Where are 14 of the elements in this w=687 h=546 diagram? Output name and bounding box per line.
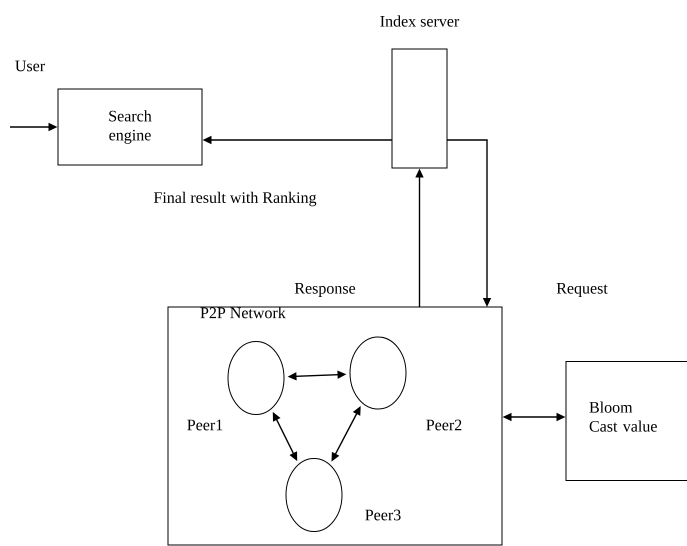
- peer-label: Peer3: [365, 510, 401, 520]
- peer-label: Peer2: [426, 420, 462, 430]
- peer-ellipse: [350, 336, 406, 410]
- process-box: Bloom Cast value: [566, 361, 687, 481]
- peer-ellipse: [228, 341, 284, 415]
- edge-label: Response: [293, 282, 357, 298]
- edge-label: Request: [555, 282, 609, 298]
- edge-label: Final result with Ranking: [152, 190, 318, 208]
- user-label: User: [15, 60, 45, 72]
- peer-ellipse: [286, 458, 342, 532]
- node-label: Index server: [380, 15, 460, 27]
- peer-label: Peer1: [187, 420, 222, 430]
- process-box: Search engine: [58, 88, 202, 166]
- server-box: Index server: [380, 15, 460, 168]
